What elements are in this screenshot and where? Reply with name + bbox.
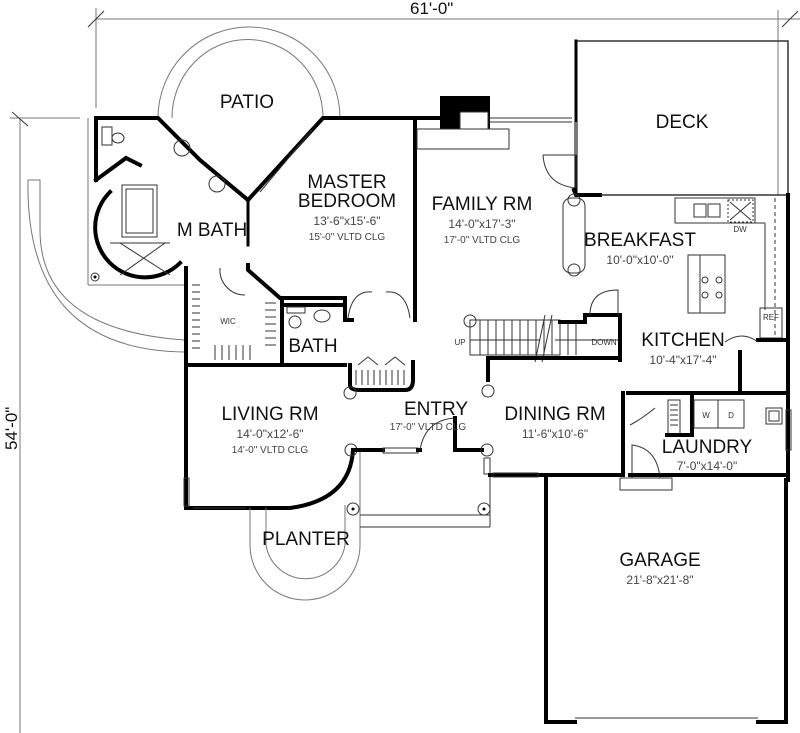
garage-size: 21'-8"x21'-8" [626, 573, 693, 587]
garage-label: GARAGE [619, 550, 700, 571]
living-room: LIVING RM 14'-0"x12'-6" 14'-0" VLTD CLG [183, 363, 358, 510]
laundry-size: 7'-0"x14'-0" [677, 459, 737, 473]
washer-label: W [702, 411, 710, 420]
dimension-depth: 54'-0" [2, 111, 80, 733]
master-bath: M BATH [87, 116, 251, 286]
living-room-label: LIVING RM [221, 404, 318, 425]
breakfast-label: BREAKFAST [584, 230, 696, 251]
deck: DECK [574, 39, 789, 197]
dishwasher-label: DW [733, 225, 747, 234]
entry-label: ENTRY [404, 399, 468, 420]
entry: ENTRY 17'-0" VLTD CLG [351, 399, 494, 528]
coat-closet [343, 356, 415, 400]
dining-room: DINING RM 11'-6"x10'-6" [488, 391, 625, 478]
entry-ceiling: 17'-0" VLTD CLG [390, 422, 467, 433]
laundry-label: LAUNDRY [662, 437, 753, 458]
deck-label: DECK [656, 112, 709, 133]
width-dimension-label: 61'-0" [410, 0, 453, 18]
wic-label: WIC [220, 317, 236, 326]
master-bedroom-ceiling: 15'-0" VLTD CLG [309, 232, 386, 243]
dining-room-label: DINING RM [504, 404, 605, 425]
planter-label: PLANTER [262, 529, 350, 550]
kitchen-label: KITCHEN [641, 330, 724, 351]
dining-room-size: 11'-6"x10'-6" [522, 427, 588, 441]
dryer-label: D [728, 411, 734, 420]
master-bedroom-label-2: BEDROOM [298, 191, 396, 212]
family-room-label: FAMILY RM [432, 194, 533, 215]
family-room-size: 14'-0"x17'-3" [448, 217, 515, 231]
stairs-down-label: DOWN [591, 338, 617, 347]
garage: GARAGE 21'-8"x21'-8" [544, 473, 788, 724]
breakfast-size: 10'-0"x10'-0" [606, 253, 673, 267]
walk-in-closet: WIC [184, 266, 347, 367]
living-room-ceiling: 14'-0" VLTD CLG [232, 445, 309, 456]
patio-label: PATIO [220, 92, 274, 113]
stairs-up-label: UP [454, 338, 465, 347]
breakfast-kitchen: DW REF BREAKFAST 10'-0"x10'-0" KITCHEN 1… [584, 193, 790, 482]
family-room-ceiling: 17'-0" VLTD CLG [444, 235, 521, 246]
master-bedroom-size: 13'-6"x15'-6" [313, 214, 380, 228]
hall-bath: BATH [280, 303, 354, 357]
laundry: W D LAUNDRY 7'-0"x14'-0" [619, 391, 792, 491]
patio: PATIO [157, 26, 341, 119]
planter: PLANTER [249, 450, 361, 601]
bath-label: BATH [288, 336, 337, 357]
depth-dimension-label: 54'-0" [2, 407, 21, 450]
staircase: UP DOWN [454, 289, 622, 398]
master-bedroom-label-1: MASTER [307, 172, 386, 193]
refrigerator-label: REF [763, 313, 779, 322]
kitchen-size: 10'-4"x17'-4" [649, 353, 716, 367]
master-bath-label: M BATH [177, 220, 247, 241]
living-room-size: 14'-0"x12'-6" [236, 427, 303, 441]
family-room: FAMILY RM 14'-0"x17'-3" 17'-0" VLTD CLG [413, 96, 602, 277]
master-bedroom: MASTER BEDROOM 13'-6"x15'-6" 15'-0" VLTD… [245, 116, 417, 322]
